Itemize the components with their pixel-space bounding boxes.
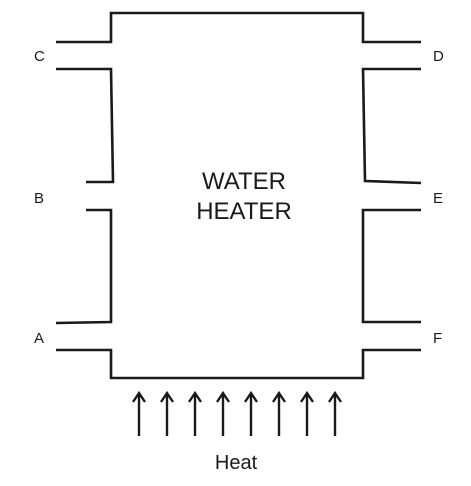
right-upper-wall (361, 67, 422, 185)
heat-arrow-icon (160, 390, 174, 436)
heater-outline (55, 11, 422, 380)
heater-title-line-2: HEATER (196, 198, 292, 225)
heat-label: Heat (215, 452, 258, 474)
heat-arrow-icon (244, 390, 258, 436)
heat-arrow-icon (328, 390, 342, 436)
heat-arrows (132, 390, 342, 436)
port-label-a: A (34, 330, 44, 347)
right-lower-wall (361, 208, 421, 324)
left-lower-wall (55, 208, 113, 325)
left-upper-wall (56, 67, 115, 184)
heat-arrow-icon (272, 390, 286, 436)
heater-title-line-1: WATER (202, 168, 286, 195)
heat-arrow-icon (216, 390, 230, 436)
heat-arrow-icon (188, 390, 202, 436)
bottom-wall (56, 348, 421, 380)
heat-arrow-icon (132, 390, 146, 436)
port-label-d: D (433, 48, 444, 65)
heat-arrow-icon (300, 390, 314, 436)
port-label-c: C (34, 48, 45, 65)
port-label-e: E (433, 190, 443, 207)
port-label-f: F (433, 330, 442, 347)
top-wall (56, 11, 421, 44)
port-label-b: B (34, 190, 44, 207)
